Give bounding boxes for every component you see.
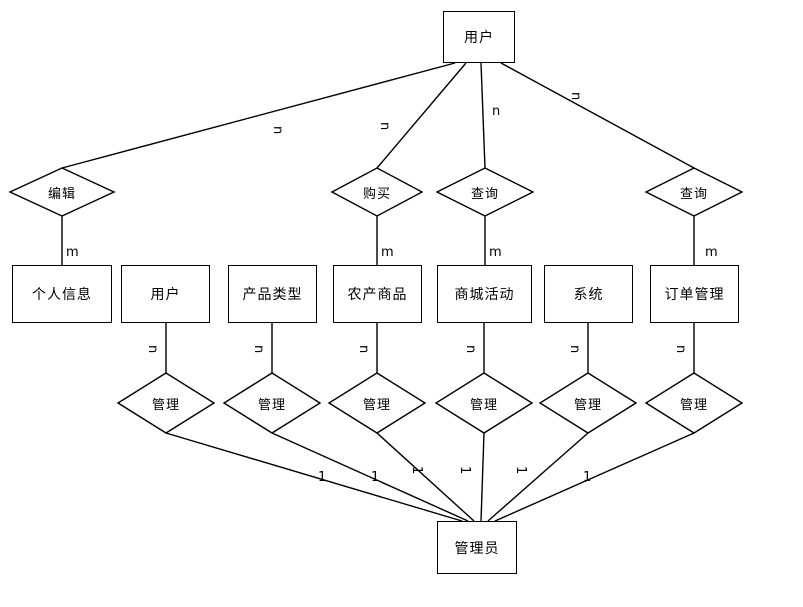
- cardinality-label: n: [673, 345, 688, 354]
- relationship-manage-1[interactable]: 管理: [116, 372, 216, 434]
- relationship-label: 管理: [573, 397, 602, 413]
- cardinality-label: n: [463, 345, 478, 354]
- entity-label: 用户: [150, 287, 181, 303]
- relationship-manage-5[interactable]: 管理: [538, 372, 638, 434]
- entity-label: 产品类型: [242, 287, 303, 303]
- cardinality-label: m: [705, 245, 718, 260]
- relationship-manage-6[interactable]: 管理: [644, 372, 744, 434]
- diamond-shape: [116, 372, 216, 434]
- diamond-shape: [8, 167, 116, 217]
- relationship-query-2[interactable]: 查询: [644, 167, 744, 217]
- edge-user-query2: [500, 62, 695, 169]
- entity-mall-activity[interactable]: 商城活动: [437, 265, 532, 323]
- cardinality-label: n: [251, 345, 266, 354]
- diamond-shape: [327, 372, 427, 434]
- diamond-shape: [435, 167, 535, 217]
- entity-system[interactable]: 系统: [544, 265, 633, 323]
- relationship-label: 管理: [362, 397, 391, 413]
- edge-manage3-admin: [376, 432, 475, 522]
- relationship-manage-4[interactable]: 管理: [434, 372, 534, 434]
- relationship-manage-2[interactable]: 管理: [222, 372, 322, 434]
- relationship-label: 查询: [679, 186, 708, 202]
- cardinality-label: n: [492, 104, 501, 119]
- diamond-shape: [330, 167, 424, 217]
- relationship-label: 管理: [469, 397, 498, 413]
- relationship-label: 查询: [470, 186, 499, 202]
- cardinality-label: m: [489, 245, 502, 260]
- edge-user-edit: [61, 62, 456, 169]
- relationship-label: 编辑: [47, 186, 76, 202]
- cardinality-label: 1: [457, 466, 472, 475]
- edge-manage4-admin: [480, 432, 485, 522]
- edge-user-buy: [376, 62, 467, 169]
- edge-manage6-admin: [494, 432, 695, 522]
- relationship-query-1[interactable]: 查询: [435, 167, 535, 217]
- cardinality-label: m: [66, 245, 79, 260]
- entity-user-top[interactable]: 用户: [443, 11, 515, 63]
- entity-product-type[interactable]: 产品类型: [228, 265, 317, 323]
- entity-admin[interactable]: 管理员: [437, 521, 517, 574]
- relationship-label: 管理: [257, 397, 286, 413]
- cardinality-label: 1: [318, 470, 327, 485]
- edge-user-query1: [480, 62, 486, 169]
- cardinality-label: n: [356, 345, 371, 354]
- entity-label: 商城活动: [454, 287, 515, 303]
- entity-label: 管理员: [454, 540, 500, 557]
- cardinality-label: 1: [371, 470, 380, 485]
- cardinality-label: 1: [409, 466, 424, 475]
- entity-label: 农产商品: [347, 287, 408, 303]
- cardinality-label: n: [567, 345, 582, 354]
- cardinality-label: n: [145, 345, 160, 354]
- entity-label: 系统: [573, 287, 604, 303]
- cardinality-label: n: [377, 122, 392, 131]
- relationship-edit[interactable]: 编辑: [8, 167, 116, 217]
- edge-manage5-admin: [487, 432, 589, 522]
- edge-manage2-admin: [271, 432, 469, 522]
- entity-label: 用户: [464, 30, 494, 46]
- relationship-manage-3[interactable]: 管理: [327, 372, 427, 434]
- entity-user[interactable]: 用户: [121, 265, 210, 323]
- diamond-shape: [434, 372, 534, 434]
- relationship-label: 购买: [362, 186, 391, 202]
- cardinality-label: 1: [583, 470, 592, 485]
- entity-label: 个人信息: [32, 287, 92, 303]
- edge-manage1-admin: [165, 432, 463, 522]
- relationship-buy[interactable]: 购买: [330, 167, 424, 217]
- cardinality-label: n: [568, 92, 583, 101]
- relationship-label: 管理: [679, 397, 708, 413]
- diamond-shape: [538, 372, 638, 434]
- diamond-shape: [644, 167, 744, 217]
- entity-farm-goods[interactable]: 农产商品: [333, 265, 422, 323]
- entity-personal-info[interactable]: 个人信息: [12, 265, 112, 323]
- diamond-shape: [644, 372, 744, 434]
- relationship-label: 管理: [151, 397, 180, 413]
- diamond-shape: [222, 372, 322, 434]
- entity-order-manage[interactable]: 订单管理: [650, 265, 739, 323]
- cardinality-label: 1: [513, 466, 528, 475]
- cardinality-label: n: [270, 126, 285, 135]
- cardinality-label: m: [381, 245, 394, 260]
- entity-label: 订单管理: [664, 287, 725, 303]
